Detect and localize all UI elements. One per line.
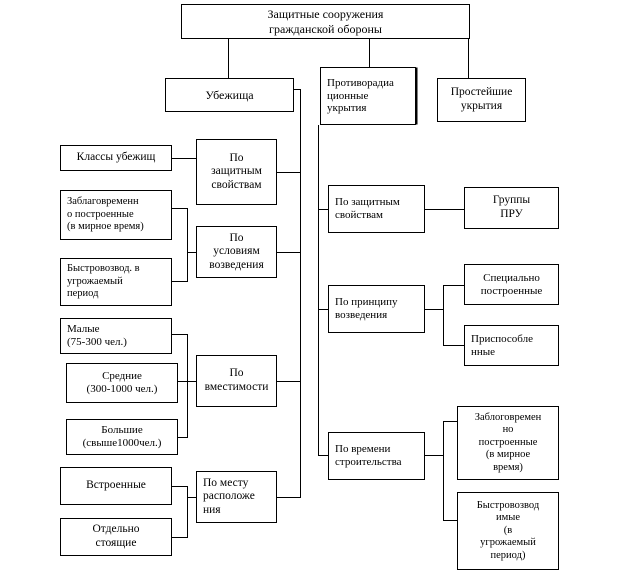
- connector-capacity-bracket: [187, 334, 188, 438]
- connector-root-to-antiradiation: [369, 39, 370, 67]
- pru-item-prebuilt: Заблоговремен но построенные (в мирное в…: [457, 406, 559, 480]
- connector-antiradiation-spine: [318, 125, 319, 455]
- category-capacity: По вместимости: [196, 355, 277, 407]
- connector-spine-to-pru-principle: [318, 309, 328, 310]
- connector-pru-time-bracket: [443, 421, 444, 521]
- connector-spine-to-construction-conditions: [277, 252, 301, 253]
- pru-item-adapted: Приспособле нные: [464, 325, 559, 366]
- connector-shelters-spine: [300, 89, 301, 497]
- connector-bracket-to-capacity: [187, 381, 197, 382]
- node-antiradiation-shelters: Противорадиа ционные укрытия: [320, 67, 416, 125]
- connector-bracket-to-construction-conditions: [187, 252, 197, 253]
- item-shelter-classes: Классы убежищ: [60, 145, 172, 171]
- connector-pru-principle-bracket: [443, 285, 444, 346]
- connector-root-to-shelters: [228, 39, 229, 78]
- item-rapid-built-shelters: Быстровозвод. в угрожаемый период: [60, 258, 172, 306]
- item-large-capacity: Большие (свыше1000чел.): [66, 419, 178, 455]
- connector-construction-conditions-bracket: [187, 208, 188, 282]
- pru-item-specially-built: Специально построенные: [464, 264, 559, 305]
- pru-category-protective-properties: По защитным свойствам: [328, 185, 425, 233]
- root-node-protective-structures: Защитные сооружения гражданской обороны: [181, 4, 470, 39]
- category-location: По месту расположе ния: [196, 471, 277, 523]
- connector-spine-to-capacity: [277, 381, 301, 382]
- connector-bracket-to-pru-prebuilt: [443, 421, 458, 422]
- connector-pru-principle-stub: [425, 309, 443, 310]
- connector-large-stub: [178, 437, 188, 438]
- connector-spine-to-location: [277, 497, 301, 498]
- item-prebuilt-shelters: Заблаговременн о построенные (в мирное в…: [60, 190, 172, 240]
- item-medium-capacity: Средние (300-1000 чел.): [66, 363, 178, 403]
- pru-item-rapid-built: Быстровозвод имые (в угрожаемый период): [457, 492, 559, 570]
- item-small-capacity: Малые (75-300 чел.): [60, 318, 172, 354]
- connector-classes-to-protective-properties: [172, 158, 196, 159]
- category-construction-conditions: По условиям возведения: [196, 226, 277, 278]
- pru-category-construction-principle: По принципу возведения: [328, 285, 425, 333]
- connector-spine-to-protective-properties: [277, 172, 301, 173]
- node-simplest-shelters: Простейшие укрытия: [437, 78, 526, 122]
- category-protective-properties: По защитным свойствам: [196, 139, 277, 205]
- connector-pru-protective-to-groups: [425, 209, 464, 210]
- item-builtin-location: Встроенные: [60, 467, 172, 505]
- connector-root-to-simplest: [468, 39, 469, 78]
- connector-spine-to-pru-protective: [318, 209, 328, 210]
- connector-bracket-to-location: [187, 497, 197, 498]
- connector-builtin-stub: [172, 486, 188, 487]
- node-shelters: Убежища: [165, 78, 294, 112]
- connector-prebuilt-stub: [172, 208, 188, 209]
- connector-bracket-to-pru-rapid: [443, 520, 458, 521]
- pru-category-construction-time: По времени строительства: [328, 432, 425, 480]
- pru-item-groups: Группы ПРУ: [464, 187, 559, 229]
- connector-standalone-stub: [172, 537, 188, 538]
- connector-shelters-right-stub: [294, 89, 301, 90]
- connector-rapid-stub: [172, 281, 188, 282]
- connector-bracket-to-adapted: [443, 345, 464, 346]
- connector-small-stub: [172, 334, 188, 335]
- connector-spine-to-pru-time: [318, 455, 328, 456]
- item-standalone-location: Отдельно стоящие: [60, 518, 172, 556]
- connector-pru-time-stub: [425, 455, 443, 456]
- connector-location-bracket: [187, 486, 188, 538]
- connector-bracket-to-specially-built: [443, 285, 464, 286]
